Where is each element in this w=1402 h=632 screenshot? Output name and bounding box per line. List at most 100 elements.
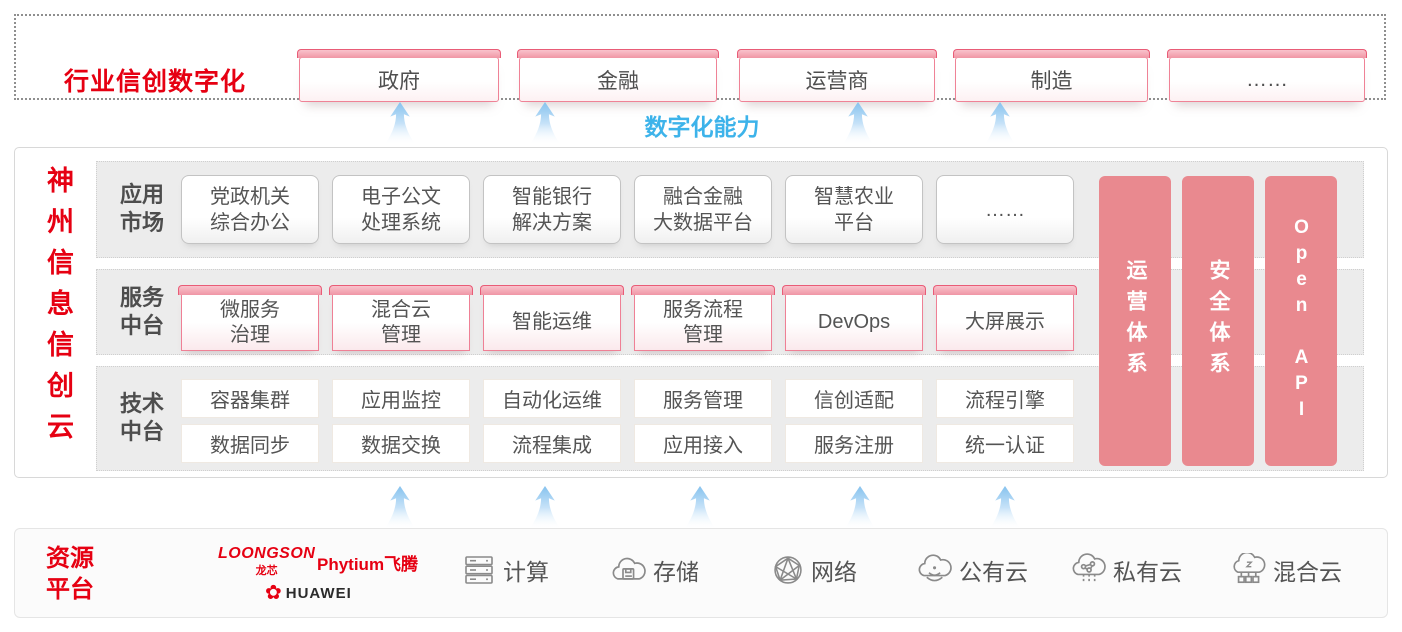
app-box: 党政机关 综合办公	[181, 175, 319, 244]
loongson-chinese: 龙芯	[255, 565, 278, 577]
side-bar-label: 运营体系	[1124, 259, 1147, 383]
up-arrow-icon	[384, 102, 416, 145]
service-box: DevOps	[782, 285, 926, 351]
service-box-label: 混合云 管理	[371, 298, 431, 346]
up-arrow-icon	[989, 486, 1021, 529]
app-box: 电子公文 处理系统	[332, 175, 470, 244]
box-top-bar	[631, 285, 775, 295]
box-top-bar	[480, 285, 624, 295]
side-bar-label: Open API	[1291, 217, 1312, 425]
industry-box-more: ……	[1167, 49, 1367, 102]
industry-label: 金融	[597, 69, 639, 93]
app-box: 智能银行 解决方案	[483, 175, 621, 244]
service-box: 大屏展示	[933, 285, 1077, 351]
box-top-bar	[782, 285, 926, 295]
service-box: 混合云 管理	[329, 285, 473, 351]
service-box-label: 微服务 治理	[220, 298, 280, 346]
capability-label: 数字化能力	[644, 114, 760, 140]
app-box: ……	[936, 175, 1074, 244]
banner-title: 行业信创数字化	[64, 68, 247, 96]
box-top-bar	[933, 285, 1077, 295]
app-box: 融合金融 大数据平台	[634, 175, 772, 244]
side-bar-security: 安全体系	[1182, 176, 1254, 466]
service-box-label: DevOps	[817, 311, 891, 333]
tech-box: 统一认证	[936, 424, 1074, 463]
tech-box: 应用接入	[634, 424, 772, 463]
up-arrow-icon	[384, 486, 416, 529]
tech-box: 容器集群	[181, 379, 319, 418]
industry-label: 制造	[1030, 69, 1073, 93]
loongson-wordmark: LOONGSON	[218, 545, 316, 562]
public-cloud-icon	[918, 554, 952, 582]
tech-box: 自动化运维	[483, 379, 621, 418]
resource-item-label: 私有云	[1113, 559, 1182, 585]
tech-box: 流程引擎	[936, 379, 1074, 418]
huawei-wordmark: HUAWEI	[285, 584, 352, 602]
platform-box: 神州信息信创云 应用 市场 服务 中台 技术 中台 党政机关 综合办公 电子公文…	[14, 147, 1388, 478]
side-bar-open-api: Open API	[1265, 176, 1337, 466]
up-arrow-icon	[844, 486, 876, 529]
resource-item-compute: 计算	[460, 550, 549, 590]
industry-label: ……	[1246, 67, 1288, 91]
resource-item-label: 计算	[503, 559, 549, 585]
service-box: 服务流程 管理	[631, 285, 775, 351]
industry-box-finance: 金融	[517, 49, 719, 102]
industry-banner: 行业信创数字化 政府 金融 运营商 制造 ……	[14, 14, 1386, 102]
box-top-bar	[737, 49, 937, 58]
tech-box: 信创适配	[785, 379, 923, 418]
server-icon	[465, 556, 493, 584]
industry-box-manufacturing: 制造	[953, 49, 1150, 102]
resource-item-public-cloud: 公有云	[914, 550, 1028, 590]
resource-item-storage: 存储	[608, 550, 699, 590]
service-box-label: 智能运维	[512, 311, 592, 333]
service-box: 智能运维	[480, 285, 624, 351]
phytium-logo: Phytium飞腾	[317, 555, 419, 574]
industry-label: 政府	[378, 69, 420, 93]
box-top-bar	[329, 285, 473, 295]
resource-item-private-cloud: 私有云	[1068, 550, 1182, 590]
up-arrow-icon	[529, 102, 561, 145]
resource-item-label: 混合云	[1273, 559, 1342, 585]
tech-box: 数据同步	[181, 424, 319, 463]
hybrid-cloud-icon	[1233, 553, 1266, 584]
up-arrow-icon	[842, 102, 874, 145]
resource-item-network: 网络	[770, 550, 857, 590]
up-arrow-icon	[684, 486, 716, 529]
box-top-bar	[953, 49, 1150, 58]
service-box-label: 服务流程 管理	[663, 298, 743, 346]
storage-cloud-icon	[612, 557, 646, 580]
resource-panel: 资源 平台 LOONGSON 龙芯 Phytium飞腾 ✿ HUAWEI	[14, 528, 1388, 618]
network-icon	[774, 556, 802, 584]
huawei-logo: ✿ HUAWEI	[265, 583, 352, 603]
row-label-app-market: 应用 市场	[119, 182, 164, 235]
tech-box: 服务注册	[785, 424, 923, 463]
side-bar-label: 安全体系	[1207, 259, 1230, 383]
up-arrow-icon	[529, 486, 561, 529]
box-top-bar	[517, 49, 719, 58]
service-box: 微服务 治理	[178, 285, 322, 351]
box-top-bar	[178, 285, 322, 295]
tech-box: 数据交换	[332, 424, 470, 463]
tech-box: 流程集成	[483, 424, 621, 463]
side-bar-operation: 运营体系	[1099, 176, 1171, 466]
box-top-bar	[1167, 49, 1367, 58]
tech-box: 应用监控	[332, 379, 470, 418]
tech-box: 服务管理	[634, 379, 772, 418]
row-label-service: 服务 中台	[119, 285, 164, 338]
resource-item-label: 公有云	[959, 559, 1028, 585]
resource-item-hybrid-cloud: 混合云	[1228, 550, 1342, 590]
box-top-bar	[297, 49, 501, 58]
industry-label: 运营商	[805, 69, 869, 93]
industry-box-operator: 运营商	[737, 49, 937, 102]
huawei-flower-icon: ✿	[265, 582, 282, 604]
app-box: 智慧农业 平台	[785, 175, 923, 244]
resource-item-label: 存储	[653, 559, 699, 585]
loongson-logo: LOONGSON 龙芯	[218, 545, 315, 578]
row-label-tech: 技术 中台	[119, 391, 164, 444]
resource-label: 资源 平台	[46, 545, 94, 603]
private-cloud-icon	[1072, 553, 1106, 582]
resource-item-label: 网络	[811, 559, 857, 585]
industry-box-government: 政府	[297, 49, 501, 102]
platform-vertical-title: 神州信息信创云	[43, 166, 73, 453]
